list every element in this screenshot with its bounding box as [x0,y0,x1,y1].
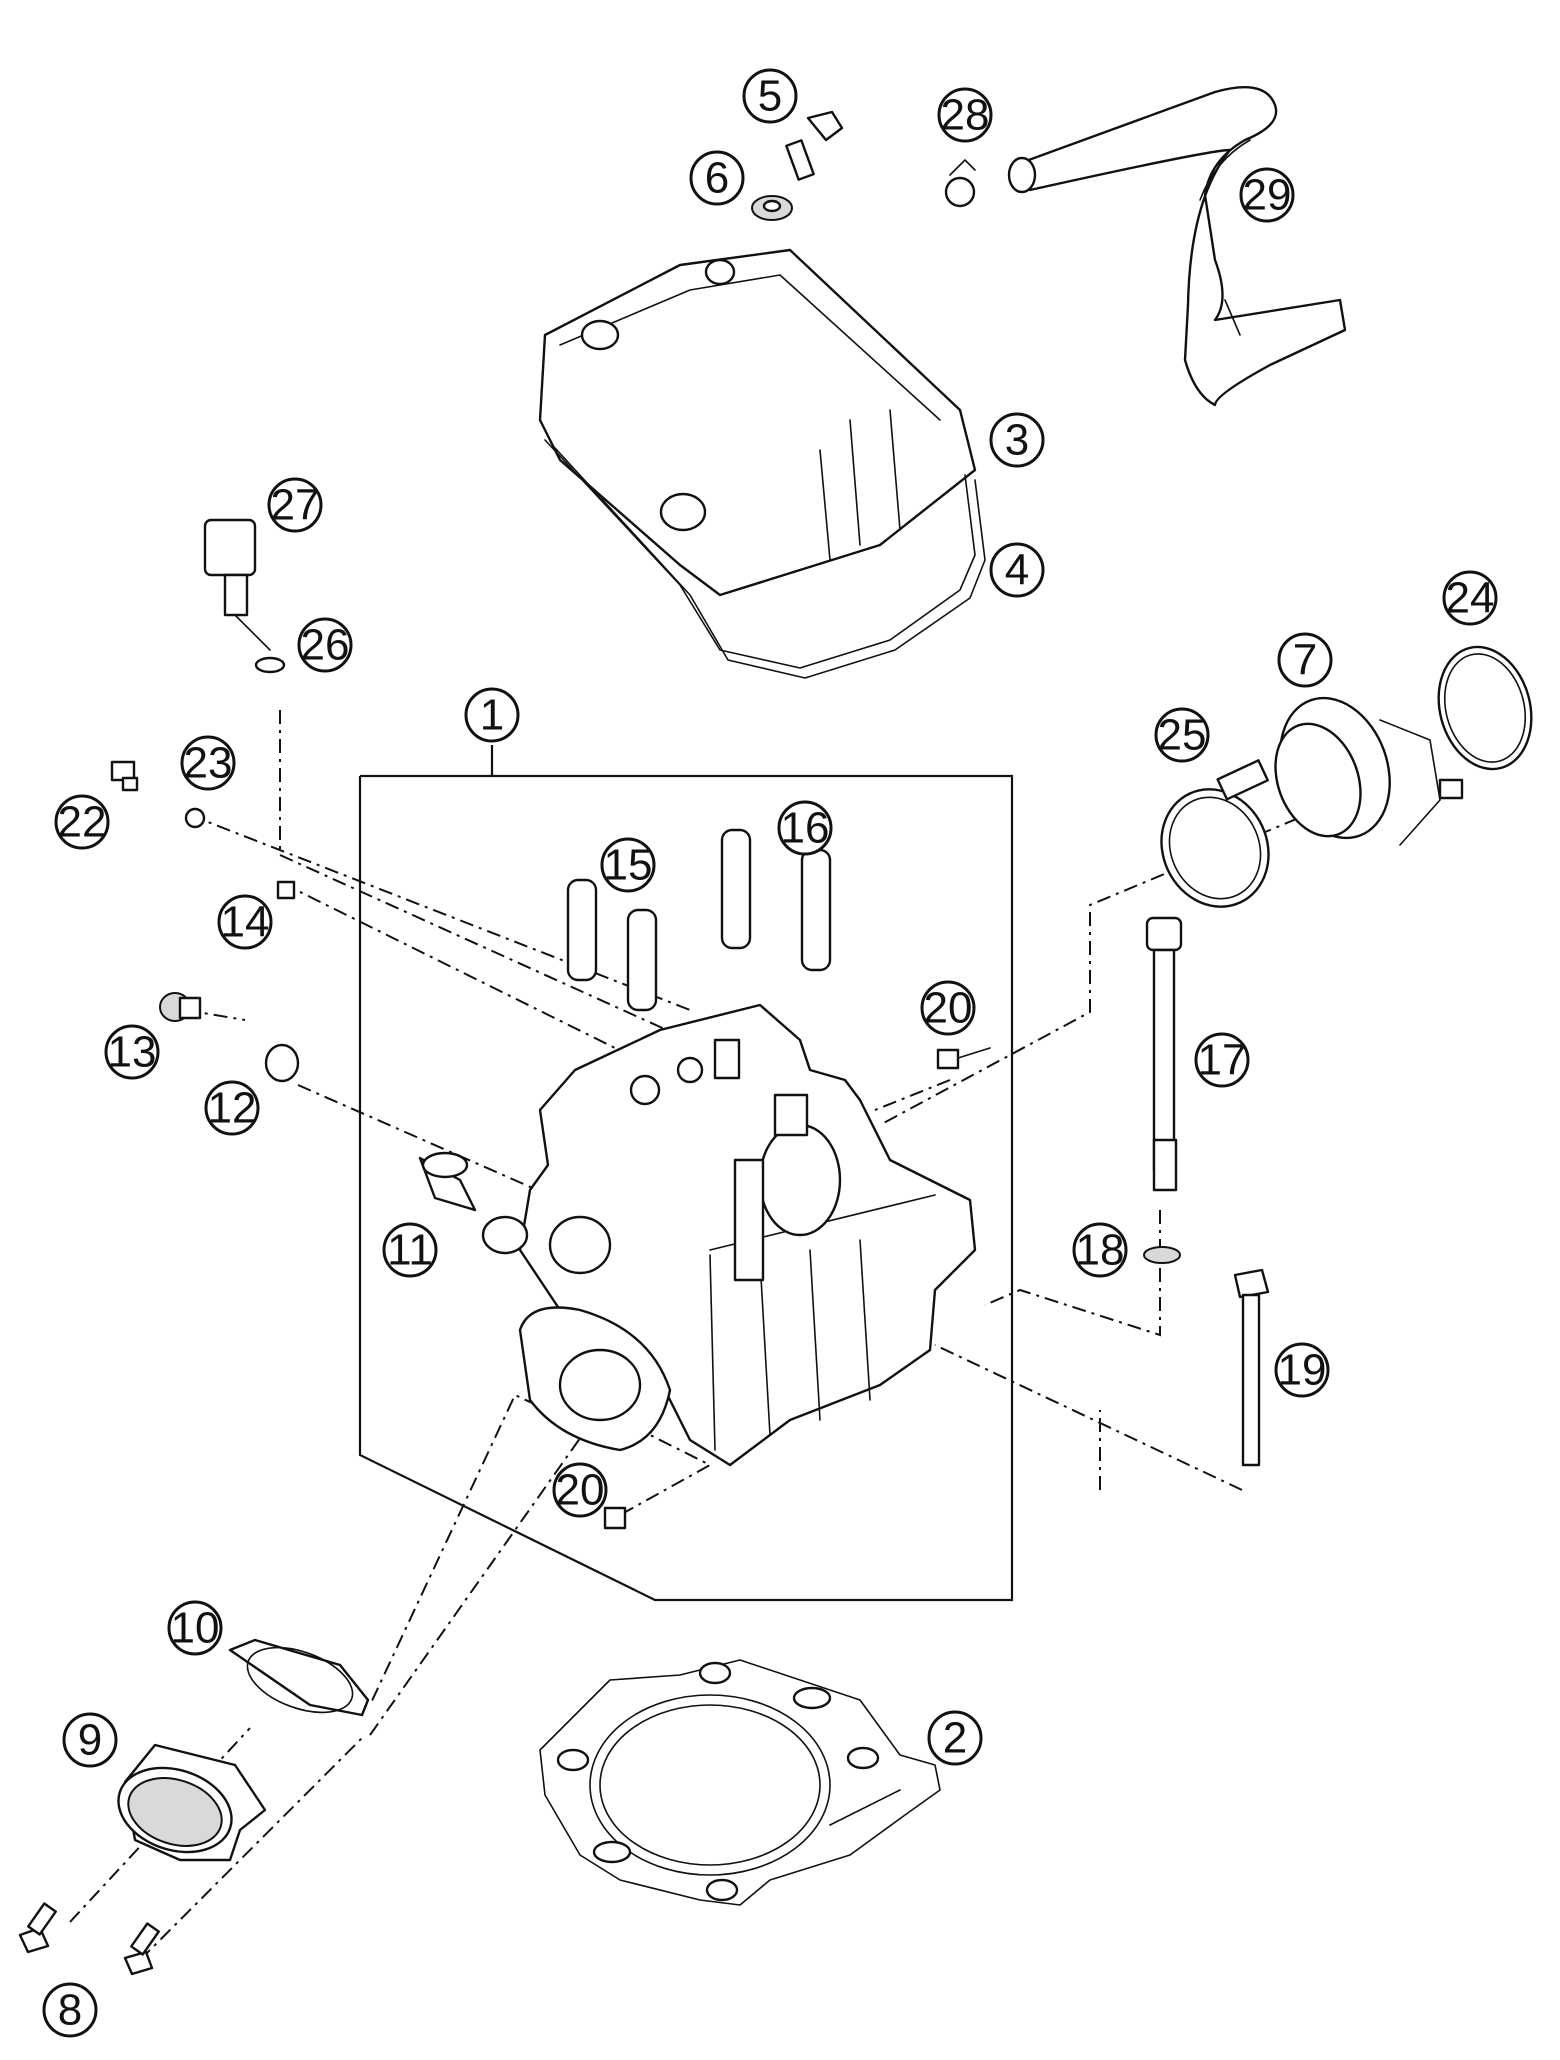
callout-8: 8 [42,1982,98,2038]
callout-label-8: 8 [58,1986,82,2035]
cover-washer [751,195,793,221]
callout-label-16: 16 [781,804,830,853]
callout-18: 18 [1072,1222,1128,1278]
intake-flange [1274,696,1464,846]
callout-14: 14 [217,894,273,950]
callout-3: 3 [989,412,1045,468]
callout-label-20-bottom: 20 [556,1466,605,1515]
screw-plug [110,760,139,792]
valve-cover [538,248,977,597]
intake-manifold-gasket [228,1638,370,1717]
callout-label-18: 18 [1076,1226,1125,1275]
callout-20-top: 20 [920,980,976,1036]
callout-label-25: 25 [1158,711,1207,760]
callout-label-17: 17 [1198,1036,1247,1085]
callout-23: 23 [180,735,236,791]
hose-clamp-small [944,159,976,208]
plug-leader [957,1047,991,1059]
callout-label-14: 14 [221,898,270,947]
callout-25: 25 [1154,707,1210,763]
callout-10: 10 [167,1600,223,1656]
callout-28: 28 [937,87,993,143]
callout-label-11: 11 [387,1226,433,1275]
callouts: 1 2 3 4 5 6 7 8 9 10 11 12 13 14 15 16 1… [42,68,1498,2038]
callout-17: 17 [1194,1032,1250,1088]
callout-label-27: 27 [271,481,320,530]
assembly-group-frame [358,774,1014,1602]
callout-16: 16 [777,800,833,856]
callout-label-23: 23 [184,739,233,788]
callout-label-15: 15 [604,841,653,890]
callout-label-20-top: 20 [924,984,973,1033]
callout-7: 7 [1277,632,1333,688]
callout-24: 24 [1442,570,1498,626]
screw-plug-seal [184,807,206,829]
breather-hose [1007,86,1347,407]
callout-label-10: 10 [171,1604,220,1653]
callout-22: 22 [54,794,110,850]
callout-label-24: 24 [1446,574,1495,623]
valve-cover-gasket [544,439,986,679]
callout-1: 1 [464,687,520,743]
callout-6: 6 [689,150,745,206]
manifold-bolts [18,1902,160,1976]
callout-15: 15 [600,837,656,893]
small-plug [276,880,296,900]
callout-5: 5 [742,68,798,124]
callout-label-6: 6 [705,154,729,203]
oil-plug [159,992,202,1022]
hose-clamp-large [1437,645,1533,771]
callout-20-bottom: 20 [552,1462,608,1518]
callout-13: 13 [104,1024,160,1080]
callout-label-29: 29 [1243,171,1292,220]
hose-clamp-intake [1160,759,1270,908]
valve-guides-long [720,828,832,972]
callout-label-3: 3 [1005,416,1029,465]
callout-19: 19 [1274,1342,1330,1398]
callout-11: 11 [382,1222,438,1278]
callout-27: 27 [267,477,323,533]
callout-4: 4 [989,542,1045,598]
callout-label-4: 4 [1005,546,1029,595]
callout-label-9: 9 [78,1716,102,1765]
callout-label-5: 5 [758,72,782,121]
callout-12: 12 [204,1080,260,1136]
callout-label-22: 22 [58,798,107,847]
callout-label-19: 19 [1278,1346,1327,1395]
callout-label-26: 26 [301,621,350,670]
callout-label-1: 1 [480,691,504,740]
valve-guides-short [566,878,658,1012]
callout-label-12: 12 [208,1084,257,1133]
callout-9: 9 [62,1712,118,1768]
callout-29: 29 [1239,167,1295,223]
cylinder-head [481,1003,977,1467]
cylinder-head-plug-top [936,1048,960,1070]
callout-label-28: 28 [941,91,990,140]
callout-2: 2 [927,1710,983,1766]
dowel-sleeve [418,1151,477,1212]
stud-bolt [1145,916,1183,1192]
callout-label-7: 7 [1293,636,1317,685]
stud-washer [1143,1246,1181,1264]
cover-bolt [785,110,844,181]
cylinder-head-plug-bottom [603,1506,627,1530]
callout-26: 26 [297,617,353,673]
callout-label-13: 13 [108,1028,157,1077]
callout-label-2: 2 [943,1714,967,1763]
temperature-sensor [203,518,271,651]
seal-ring [264,1043,300,1083]
sensor-o-ring [254,656,286,674]
intake-manifold [117,1743,267,1862]
head-bolt [1233,1268,1270,1467]
head-gasket [539,1659,941,1906]
